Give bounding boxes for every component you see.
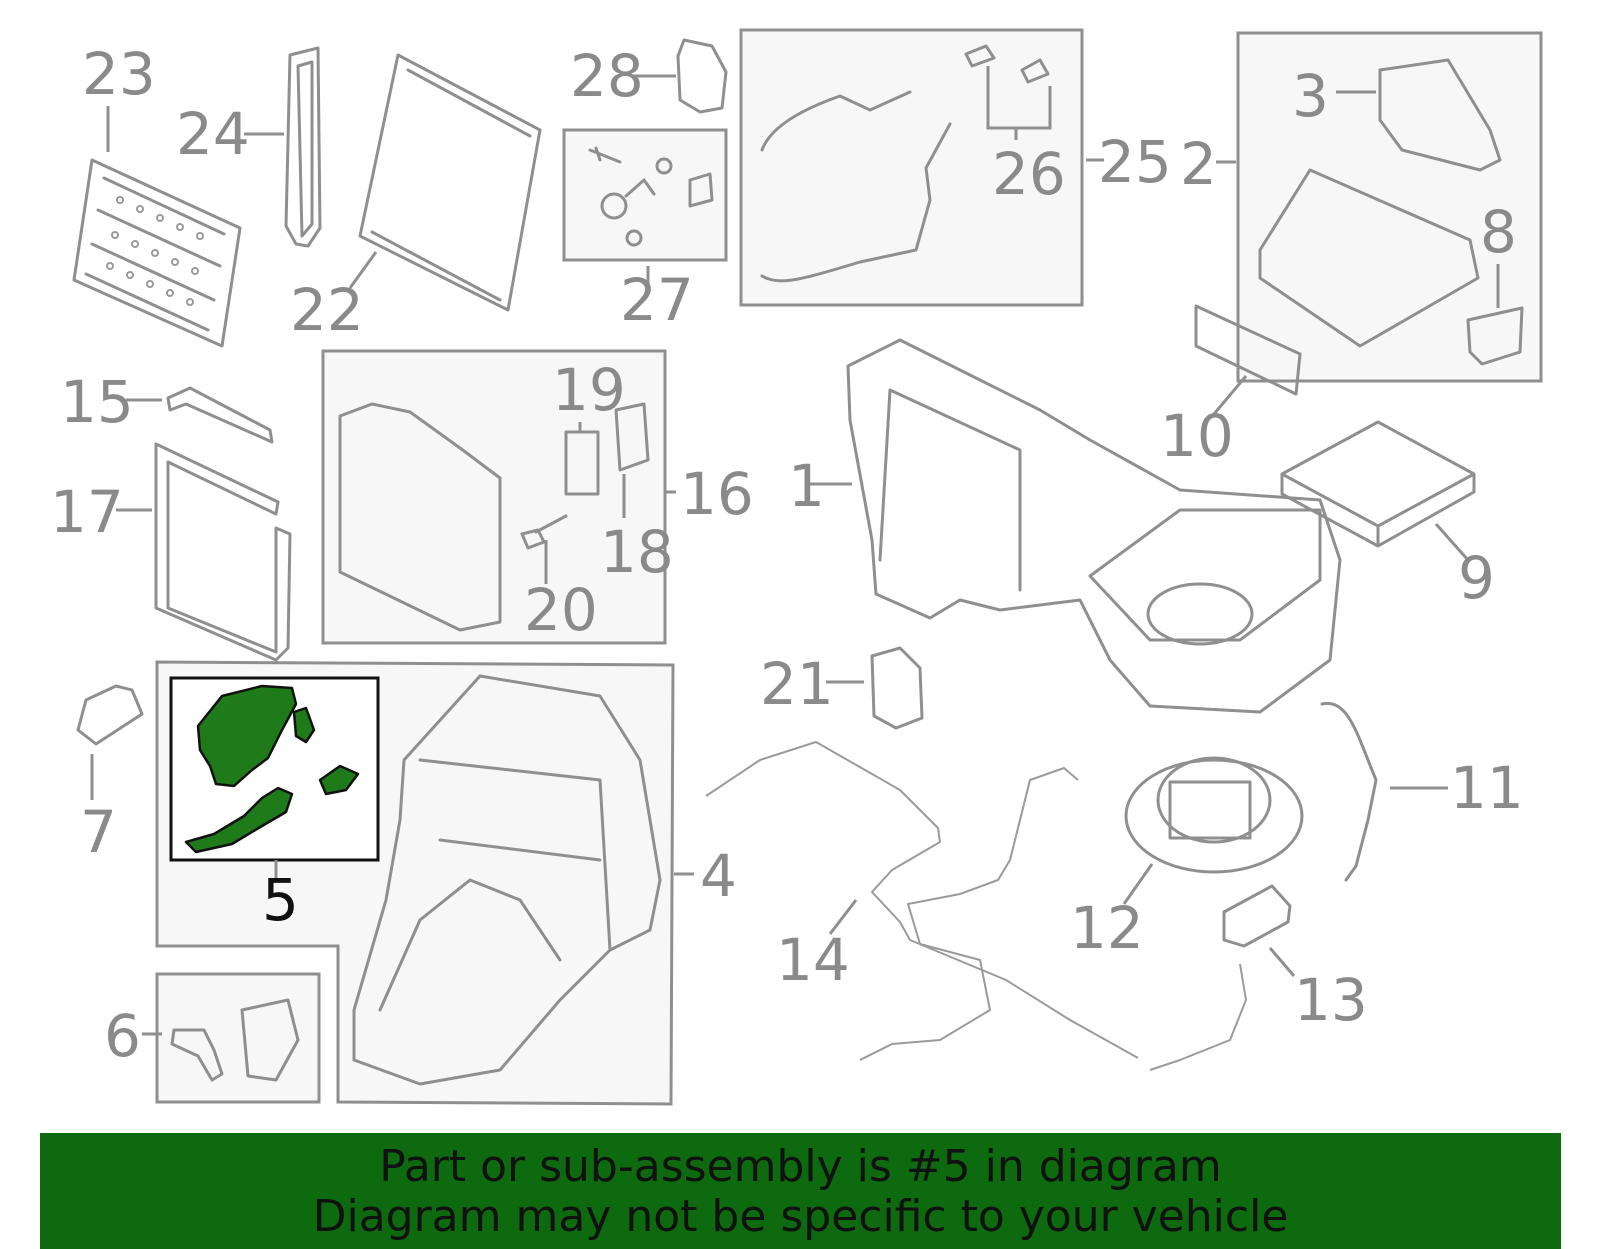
part-23-panel <box>72 158 242 348</box>
parts-diagram: 23 24 22 28 27 26 25 2 3 8 10 15 19 16 1… <box>50 28 1543 1106</box>
part-2-housing <box>1258 168 1480 348</box>
part-12-blower <box>1124 756 1304 874</box>
callout-24: 24 <box>176 100 250 168</box>
part-24-bracket <box>284 46 322 248</box>
callout-27: 27 <box>620 266 694 334</box>
leader-lines <box>90 66 1500 1036</box>
callout-13: 13 <box>1294 966 1368 1034</box>
part-21-seal <box>870 646 924 730</box>
callout-23: 23 <box>82 40 156 108</box>
box-group-27 <box>562 128 728 262</box>
callout-19: 19 <box>552 356 626 424</box>
part-27-hardware <box>588 146 714 247</box>
callout-6: 6 <box>104 1002 141 1070</box>
part-4-housing <box>352 674 662 1086</box>
part-1-hvac-case <box>846 338 1342 714</box>
callout-2: 2 <box>1180 130 1217 198</box>
callout-15: 15 <box>60 368 134 436</box>
banner-line-1: Part or sub-assembly is #5 in diagram <box>379 1141 1222 1192</box>
callout-28: 28 <box>570 42 644 110</box>
part-8-sensor <box>1466 306 1524 366</box>
callout-5: 5 <box>262 866 299 934</box>
callout-3: 3 <box>1292 62 1329 130</box>
banner-line-2: Diagram may not be specific to your vehi… <box>312 1191 1289 1242</box>
part-18-valve <box>614 402 650 472</box>
part-16-evaporator <box>338 402 502 632</box>
callout-4: 4 <box>700 842 737 910</box>
part-14-harness <box>705 741 1247 1071</box>
callouts: 23 24 22 28 27 26 25 2 3 8 10 15 19 16 1… <box>50 40 1524 1070</box>
part-17-seal <box>154 442 292 662</box>
part-19-gasket <box>564 430 600 496</box>
part-5-door-linkage <box>184 684 360 854</box>
callout-12: 12 <box>1070 894 1144 962</box>
callout-9: 9 <box>1458 544 1495 612</box>
callout-8: 8 <box>1480 198 1517 266</box>
callout-14: 14 <box>776 926 850 994</box>
callout-16: 16 <box>680 460 754 528</box>
callout-10: 10 <box>1160 402 1234 470</box>
part-3-seal <box>1378 58 1502 172</box>
part-20-bolt <box>520 514 568 550</box>
callout-18: 18 <box>600 518 674 586</box>
callout-7: 7 <box>80 798 117 866</box>
part-25-pipes <box>760 90 952 283</box>
callout-26: 26 <box>992 140 1066 208</box>
callout-22: 22 <box>290 276 364 344</box>
box-group-6 <box>155 972 321 1104</box>
part-9-filter <box>1280 420 1476 548</box>
box-group-16 <box>321 349 667 645</box>
info-banner: Part or sub-assembly is #5 in diagram Di… <box>40 1133 1561 1249</box>
part-7-actuator <box>76 684 144 746</box>
part-15-sensor <box>166 386 274 444</box>
part-28-actuator <box>676 38 728 114</box>
callout-21: 21 <box>760 650 834 718</box>
callout-25: 25 <box>1098 128 1172 196</box>
callout-1: 1 <box>788 452 825 520</box>
part-6-actuator <box>170 998 300 1082</box>
part-13-resistor <box>1222 884 1292 948</box>
part-22-evaporator <box>358 53 542 312</box>
part-11-hose <box>1320 701 1378 882</box>
callout-17: 17 <box>50 478 124 546</box>
callout-20: 20 <box>524 576 598 644</box>
callout-11: 11 <box>1450 754 1524 822</box>
part-10-grille <box>1194 304 1302 396</box>
part-26-caps <box>964 44 1050 84</box>
